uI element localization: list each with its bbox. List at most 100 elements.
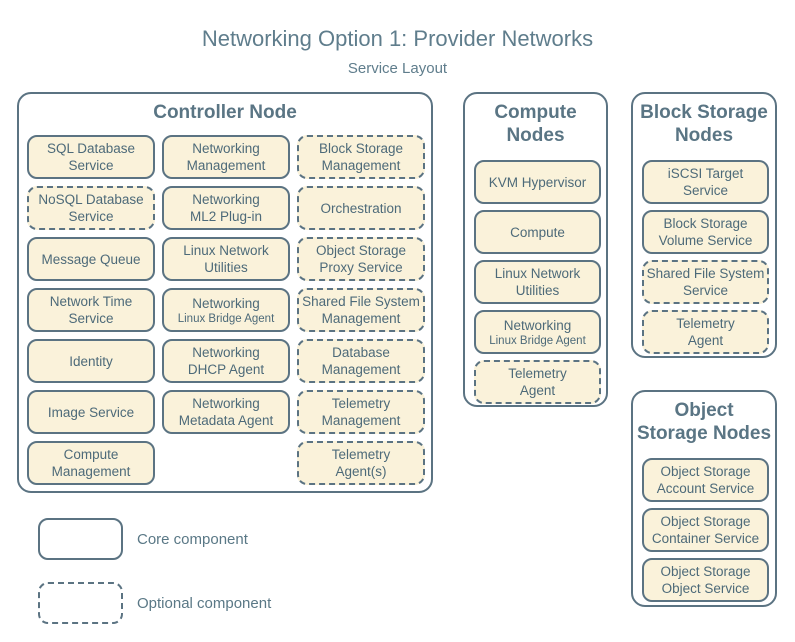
optional-component-swatch [38,582,123,624]
page-subtitle: Service Layout [347,60,448,77]
controller-node-group-title: Controller Node [19,101,431,124]
service-label-line: Linux Network [183,243,269,258]
service-label-line: Telemetry [331,396,391,411]
optional-component-label: Optional component [137,594,272,612]
service-label-line: Database [332,345,390,360]
service-label-line: Service [682,183,728,198]
group-title-line: Nodes [506,125,565,146]
service-label-line: Networking [503,317,572,333]
service-label-line: Proxy Service [319,260,403,275]
service-label-line: Service [68,209,114,224]
group-title-line: Block Storage [640,102,768,123]
service-label-line: Message Queue [41,251,141,267]
service-label-line: Networking [192,295,260,311]
service-label-line: Networking [192,141,260,156]
service-label-line: Container Service [651,531,760,546]
service-label-line: Object Storage [660,564,751,579]
service-label-line: Object Storage [315,243,407,258]
service-label-line: DHCP Agent [187,362,265,377]
service-label-line: Networking [192,345,260,360]
service-label-line: Networking [192,192,260,207]
service-label-line: Telemetry [508,366,567,381]
service-label-line: Management [321,311,401,326]
service-box-kvm-hypervisor: KVM Hypervisor [474,160,601,204]
service-label-line: Compute [510,224,565,240]
service-label-line: Telemetry [331,447,391,462]
group-title-line: Nodes [674,125,734,146]
service-label-line: NoSQL Database [38,192,144,207]
service-label-line: Agent(s) [335,464,387,479]
group-title-line: Storage Nodes [636,423,772,444]
service-box-image-service: Image Service [27,390,155,434]
service-label-line: Compute [63,447,119,462]
service-box-message-queue: Message Queue [27,237,155,281]
service-label-line: Linux Network [494,266,581,281]
service-label-line: Shared File System [646,266,765,281]
service-box-identity: Identity [27,339,155,383]
service-label-line: Management [51,464,131,479]
core-component-swatch [38,518,123,560]
service-label-line: Management [321,362,401,377]
service-label-line: Identity [69,353,113,369]
service-label-line: Volume Service [658,233,753,248]
legend-core-component: Core component [38,518,248,560]
service-label-line: Utilities [515,283,560,298]
service-label-line: iSCSI Target [667,166,744,181]
service-sublabel-line: Linux Bridge Agent [177,312,275,325]
service-label-line: SQL Database [46,141,136,156]
service-label-line: Service [682,283,728,298]
service-label-line: ML2 Plug-in [189,209,263,224]
service-label-line: Object Storage [660,464,751,479]
service-box-orchestration: Orchestration [297,186,425,230]
service-label-line: Management [321,413,401,428]
core-component-label: Core component [137,530,248,548]
service-label-line: Service [68,158,114,173]
legend-optional-component: Optional component [38,582,271,624]
service-label-line: Image Service [47,404,135,420]
service-label-line: Object Storage [660,514,751,529]
group-title-line: Controller Node [153,102,297,123]
page-title: Networking Option 1: Provider Networks [201,26,594,51]
service-label-line: Service [68,311,114,326]
service-label-line: KVM Hypervisor [488,174,587,190]
service-label-line: Networking [192,396,260,411]
service-label-line: Telemetry [676,316,735,331]
service-label-line: Utilities [204,260,248,275]
service-label-line: Block Storage [318,141,404,156]
service-label-line: Network Time [49,294,133,309]
group-title-line: Compute [494,102,577,123]
